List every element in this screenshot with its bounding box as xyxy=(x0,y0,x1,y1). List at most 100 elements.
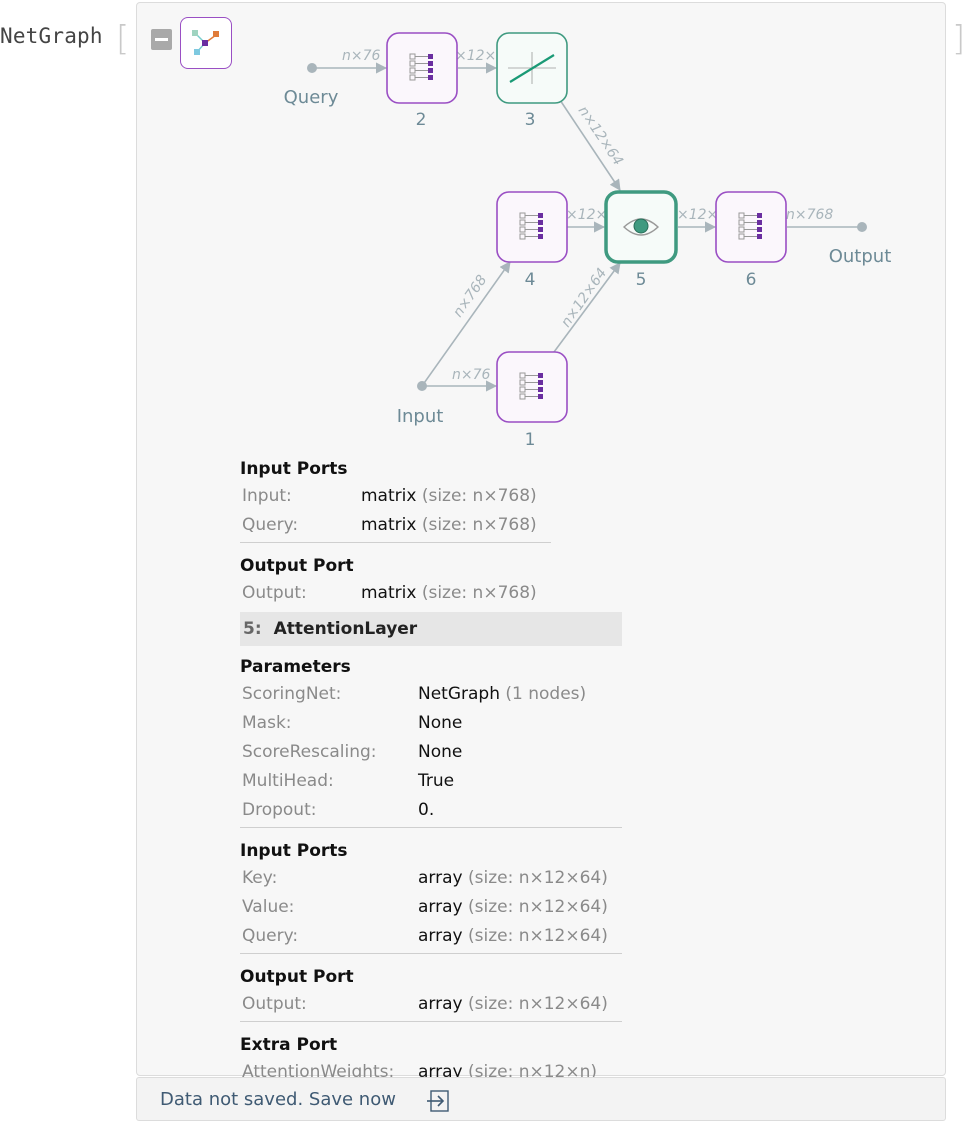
port-name: Value: xyxy=(242,897,295,917)
edge-3-5 xyxy=(559,99,621,191)
layer-number: 5: xyxy=(243,619,262,639)
port-name: Key: xyxy=(242,868,278,888)
divider xyxy=(240,1021,622,1022)
node-5[interactable] xyxy=(604,190,678,264)
netgraph-panel xyxy=(136,2,946,1076)
edge-label-5-6: ×12× xyxy=(677,207,718,223)
port-name: Query: xyxy=(242,515,299,535)
port-row: Output: matrix (size: n×768) xyxy=(240,579,630,608)
edge-label-1-5: n×12×64 xyxy=(558,265,610,330)
parameter-value: None xyxy=(418,713,463,733)
port-type: array xyxy=(418,926,463,946)
node-2[interactable] xyxy=(386,32,458,104)
port-size: (size: n×12×64) xyxy=(467,926,608,946)
graph-edges xyxy=(312,62,860,392)
layer-output-port-title: Output Port xyxy=(240,967,354,987)
parameter-name: Dropout: xyxy=(242,800,317,820)
port-row: Query: matrix (size: n×768) xyxy=(240,511,630,540)
node-label-3: 3 xyxy=(525,110,536,130)
layer-header: 5: AttentionLayer xyxy=(240,612,622,646)
port-row: Key: array (size: n×12×64) xyxy=(240,864,630,893)
parameter-row: ScoreRescaling: None xyxy=(240,738,630,767)
port-type: array xyxy=(418,897,463,917)
parameter-value: True xyxy=(418,771,455,791)
graph-diagram: n×76 ×12× n×12×64 ×12× ×12× n×768 n×768 … xyxy=(284,32,892,450)
parameter-value: 0. xyxy=(418,800,435,820)
parameter-name: Mask: xyxy=(242,713,292,733)
parameter-value: NetGraph xyxy=(418,684,500,704)
parameter-name: MultiHead: xyxy=(242,771,334,791)
port-row: Output: array (size: n×12×64) xyxy=(240,990,630,1019)
output-port-dot xyxy=(857,222,867,232)
netgraph-icon[interactable] xyxy=(180,17,232,69)
parameter-name: ScoringNet: xyxy=(242,684,342,704)
edge-label-3-5: n×12×64 xyxy=(575,103,626,168)
port-label-query: Query xyxy=(284,87,339,108)
port-name: Query: xyxy=(242,926,299,946)
edge-label-6-output: n×768 xyxy=(786,207,833,223)
node-label-6: 6 xyxy=(746,270,757,290)
save-icon[interactable] xyxy=(425,1088,451,1114)
divider xyxy=(240,953,622,954)
close-bracket: ] xyxy=(952,19,966,59)
port-size: (size: n×768) xyxy=(421,515,537,535)
node-1[interactable] xyxy=(496,351,568,423)
parameter-value: None xyxy=(418,742,463,762)
port-size: (size: n×768) xyxy=(421,583,537,603)
port-row: Value: array (size: n×12×64) xyxy=(240,893,630,922)
input-port-dot xyxy=(417,381,427,391)
port-size: (size: n×12×64) xyxy=(467,994,608,1014)
port-name: Input: xyxy=(242,486,292,506)
parameter-name: ScoreRescaling: xyxy=(242,742,377,762)
port-type: array xyxy=(418,994,463,1014)
save-now-link[interactable]: Data not saved. Save now xyxy=(160,1089,396,1110)
edge-label-query-2: n×76 xyxy=(342,48,381,64)
port-type: matrix xyxy=(361,583,417,603)
elementwise-layer-icon xyxy=(508,52,556,84)
parameters-title: Parameters xyxy=(240,657,351,677)
node-label-1: 1 xyxy=(525,430,536,450)
input-ports-title: Input Ports xyxy=(240,459,348,479)
netgraph-glyph-icon xyxy=(192,30,219,55)
extra-port-title: Extra Port xyxy=(240,1035,338,1055)
parameter-meta: (1 nodes) xyxy=(505,684,587,704)
port-type: matrix xyxy=(361,486,417,506)
edge-1-5 xyxy=(553,262,621,353)
edge-input-4 xyxy=(421,261,511,387)
save-bar: Data not saved. Save now xyxy=(136,1077,946,1121)
layer-name: AttentionLayer xyxy=(273,619,418,639)
node-label-5: 5 xyxy=(636,270,647,290)
edge-label-input-1: n×76 xyxy=(452,367,491,383)
collapse-button[interactable] xyxy=(151,29,172,50)
port-name: Output: xyxy=(242,994,307,1014)
node-label-4: 4 xyxy=(525,270,536,290)
port-label-output: Output xyxy=(829,246,892,267)
parameter-row: Mask: None xyxy=(240,709,630,738)
edge-label-4-5: ×12× xyxy=(566,207,607,223)
parameter-row: MultiHead: True xyxy=(240,767,630,796)
eye-icon xyxy=(622,218,660,236)
port-name: Output: xyxy=(242,583,307,603)
node-6[interactable] xyxy=(715,191,787,263)
port-row: Query: array (size: n×12×64) xyxy=(240,922,630,951)
port-row: Input: matrix (size: n×768) xyxy=(240,482,630,511)
port-type: array xyxy=(418,868,463,888)
edge-label-2-3: ×12× xyxy=(455,48,496,64)
node-3[interactable] xyxy=(496,32,568,104)
edge-label-input-4: n×768 xyxy=(450,272,490,320)
node-4[interactable] xyxy=(496,191,568,263)
node-label-2: 2 xyxy=(416,110,427,130)
divider xyxy=(240,827,622,828)
divider xyxy=(240,542,551,543)
info-panel: Input Ports Input: matrix (size: n×768) … xyxy=(240,456,630,1087)
open-bracket: [ xyxy=(116,19,130,59)
parameter-row: Dropout: 0. xyxy=(240,796,630,825)
port-type: matrix xyxy=(361,515,417,535)
port-size: (size: n×12×64) xyxy=(467,868,608,888)
port-size: (size: n×768) xyxy=(421,486,537,506)
query-port-dot xyxy=(307,63,317,73)
parameter-row: ScoringNet: NetGraph (1 nodes) xyxy=(240,680,630,709)
layer-input-ports-title: Input Ports xyxy=(240,841,348,861)
function-name: NetGraph xyxy=(0,24,103,48)
port-label-input: Input xyxy=(397,406,444,427)
